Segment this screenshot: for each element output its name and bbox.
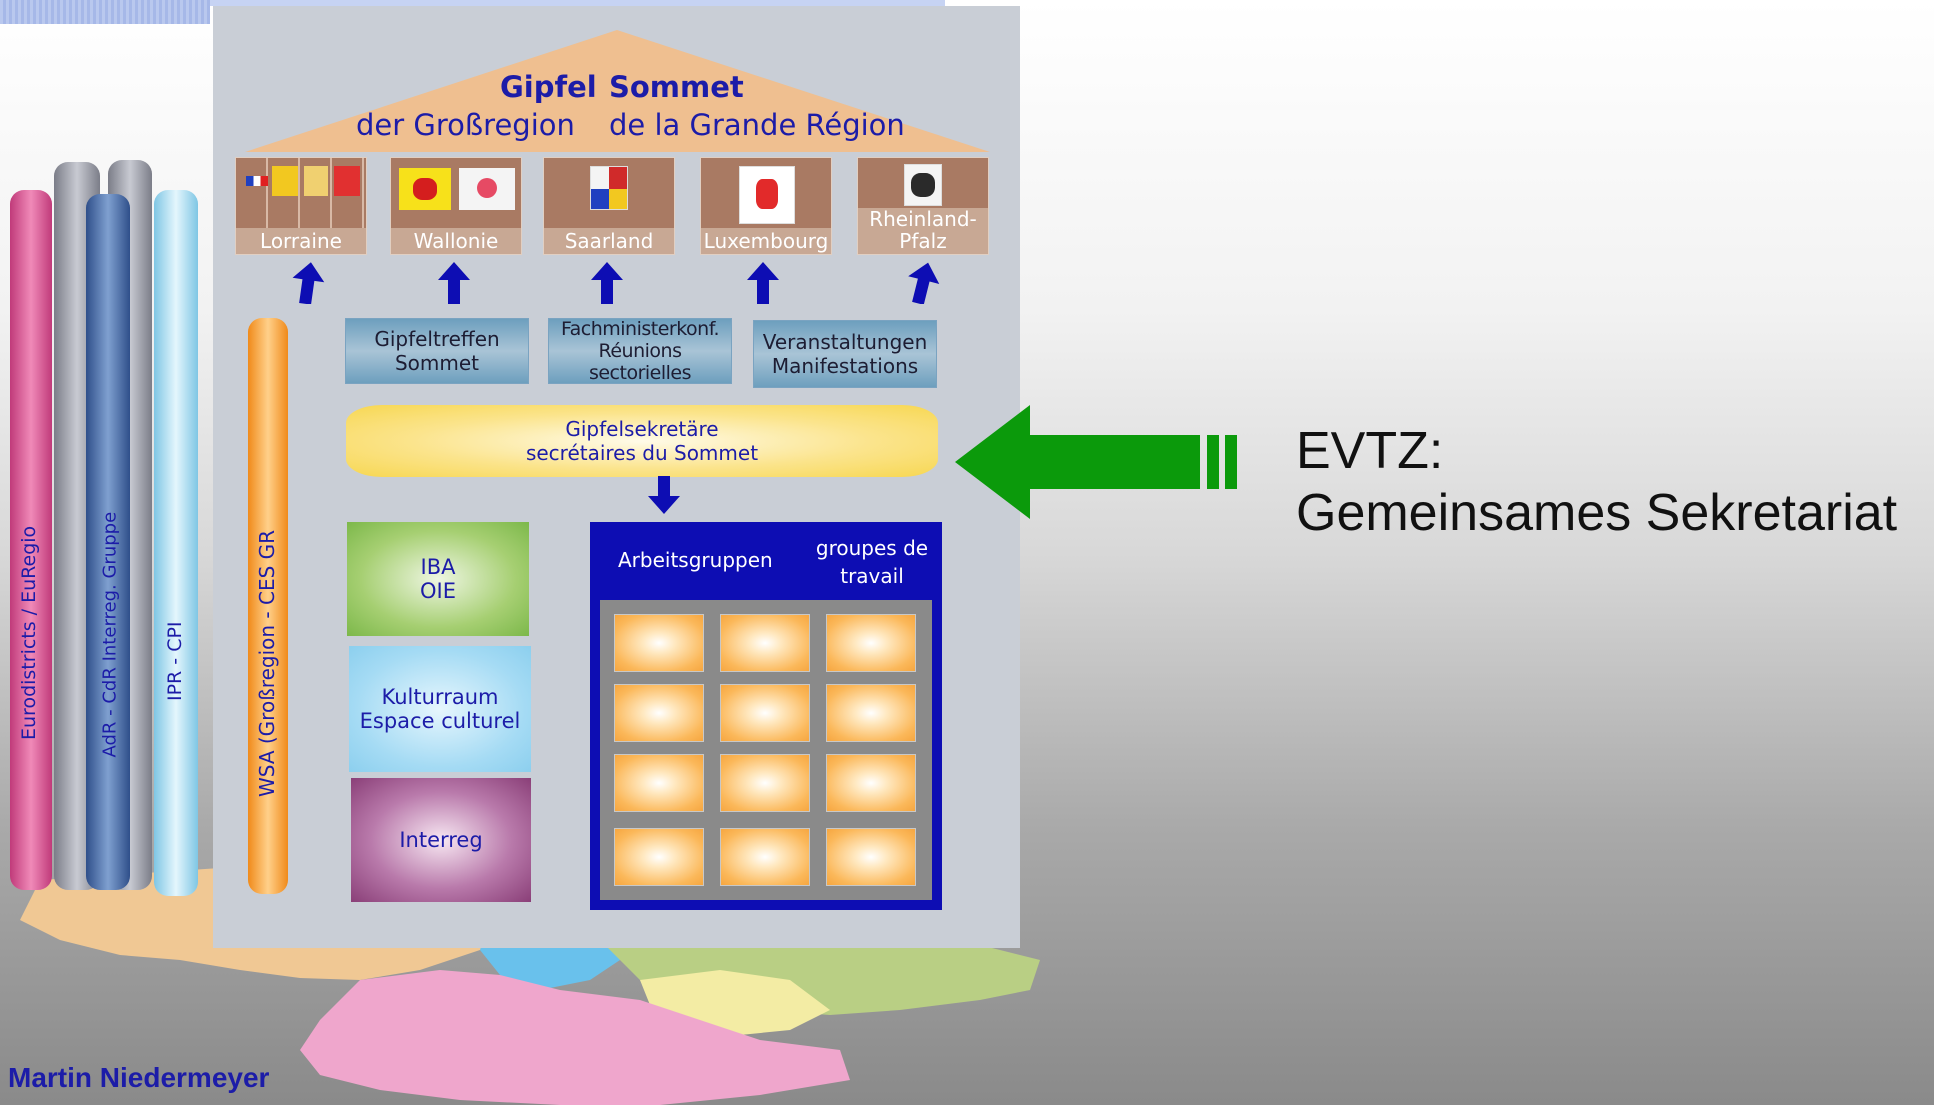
author-name: Martin Niedermeyer	[8, 1062, 270, 1093]
region-label-luxembourg: Luxembourg	[701, 228, 831, 254]
region-lorraine: Lorraine	[235, 157, 367, 255]
box-kulturraum-line2: Espace culturel	[359, 709, 521, 733]
working-group-cell	[720, 684, 810, 742]
working-group-cell	[826, 754, 916, 812]
box-fachminister-line1: Fachministerkonf.	[560, 318, 720, 340]
up-arrow-icon	[438, 262, 470, 304]
working-groups-header: Arbeitsgruppen groupes de travail	[590, 522, 942, 598]
box-kulturraum-line1: Kulturraum	[381, 685, 499, 709]
box-interreg-label: Interreg	[399, 828, 483, 852]
pillar-adr	[86, 194, 130, 890]
working-group-cell	[720, 614, 810, 672]
flag-icon	[246, 176, 268, 186]
box-gipfeltreffen: Gipfeltreffen Sommet	[345, 318, 529, 384]
box-interreg: Interreg	[351, 778, 531, 902]
pillar-label-ipr: IPR - CPI	[164, 621, 186, 701]
flag-icon	[399, 168, 451, 210]
box-kulturraum: Kulturraum Espace culturel	[349, 646, 531, 772]
working-groups-label-de: Arbeitsgruppen	[618, 548, 773, 572]
up-arrow-icon	[908, 262, 940, 304]
working-group-cell	[720, 828, 810, 886]
up-arrow-icon	[591, 262, 623, 304]
box-fachminister-line2: Réunions sectorielles	[588, 340, 692, 384]
working-group-cell	[720, 754, 810, 812]
pillar-wsa	[248, 318, 288, 894]
map-wallonie	[300, 970, 850, 1105]
working-group-cell	[826, 828, 916, 886]
evtz-title: EVTZ:	[1296, 422, 1444, 480]
roof-title-de: Gipfel	[500, 70, 597, 104]
flag-icon	[334, 166, 360, 196]
region-label-saarland: Saarland	[544, 228, 674, 254]
box-iba-line2: OIE	[420, 579, 456, 603]
box-gipfeltreffen-line1: Gipfeltreffen	[374, 327, 500, 351]
top-decoration-line	[210, 0, 945, 6]
pillar-ipr	[154, 190, 198, 896]
roof-title-fr: Sommet	[609, 70, 744, 104]
working-groups-label-fr: groupes de travail	[815, 536, 929, 588]
region-label-lorraine: Lorraine	[236, 228, 366, 254]
working-groups-grid	[600, 600, 932, 900]
pillar-label-adr: AdR - CdR Interreg. Gruppe	[99, 511, 121, 758]
flag-icon	[739, 166, 795, 224]
box-iba-line1: IBA	[420, 555, 456, 579]
flag-icon	[590, 166, 628, 210]
up-arrow-icon	[292, 262, 325, 304]
roof-shape	[245, 30, 990, 152]
roof-subtitle-fr: de la Grande Région	[609, 108, 905, 142]
box-iba: IBA OIE	[347, 522, 529, 636]
working-group-cell	[826, 684, 916, 742]
pillar-label-eurodistricts: Eurodistricts / EuRegio	[18, 525, 40, 740]
box-veranstaltungen-line1: Veranstaltungen	[762, 330, 928, 354]
working-group-cell	[614, 614, 704, 672]
region-rheinland-pfalz: Rheinland-Pfalz	[857, 157, 989, 255]
working-group-cell	[614, 684, 704, 742]
box-fachministerkonf: Fachministerkonf. Réunions sectorielles	[548, 318, 732, 384]
region-label-rheinland-pfalz: Rheinland-Pfalz	[858, 208, 988, 254]
up-arrow-icon	[747, 262, 779, 304]
pillar-label-wsa: WSA (Großregion - CES GR	[255, 529, 279, 797]
working-groups-box: Arbeitsgruppen groupes de travail	[590, 522, 942, 910]
flag-icon	[459, 168, 515, 210]
pillar-eurodistricts	[10, 190, 52, 890]
working-group-cell	[614, 828, 704, 886]
box-veranstaltungen: Veranstaltungen Manifestations	[753, 320, 937, 388]
secretariat-line2: secrétaires du Sommet	[525, 441, 759, 465]
evtz-subtitle: Gemeinsames Sekretariat	[1296, 484, 1898, 542]
secretariat-line1: Gipfelsekretäre	[565, 417, 719, 441]
secretariat-bar: Gipfelsekretäre secrétaires du Sommet	[346, 405, 938, 477]
down-arrow-icon	[648, 476, 680, 514]
flag-icon	[304, 166, 328, 196]
evtz-annotation: EVTZ: Gemeinsames Sekretariat	[1296, 420, 1897, 544]
working-group-cell	[826, 614, 916, 672]
region-wallonie: Wallonie	[390, 157, 522, 255]
roof-subtitle-de: der Großregion	[356, 108, 575, 142]
box-veranstaltungen-line2: Manifestations	[771, 354, 919, 378]
working-group-cell	[614, 754, 704, 812]
left-arrow-icon	[955, 405, 1237, 519]
region-label-wallonie: Wallonie	[391, 228, 521, 254]
flag-icon	[272, 166, 298, 196]
flag-icon	[904, 164, 942, 206]
top-decoration-strip	[0, 0, 210, 24]
box-gipfeltreffen-line2: Sommet	[394, 351, 480, 375]
region-saarland: Saarland	[543, 157, 675, 255]
region-luxembourg: Luxembourg	[700, 157, 832, 255]
